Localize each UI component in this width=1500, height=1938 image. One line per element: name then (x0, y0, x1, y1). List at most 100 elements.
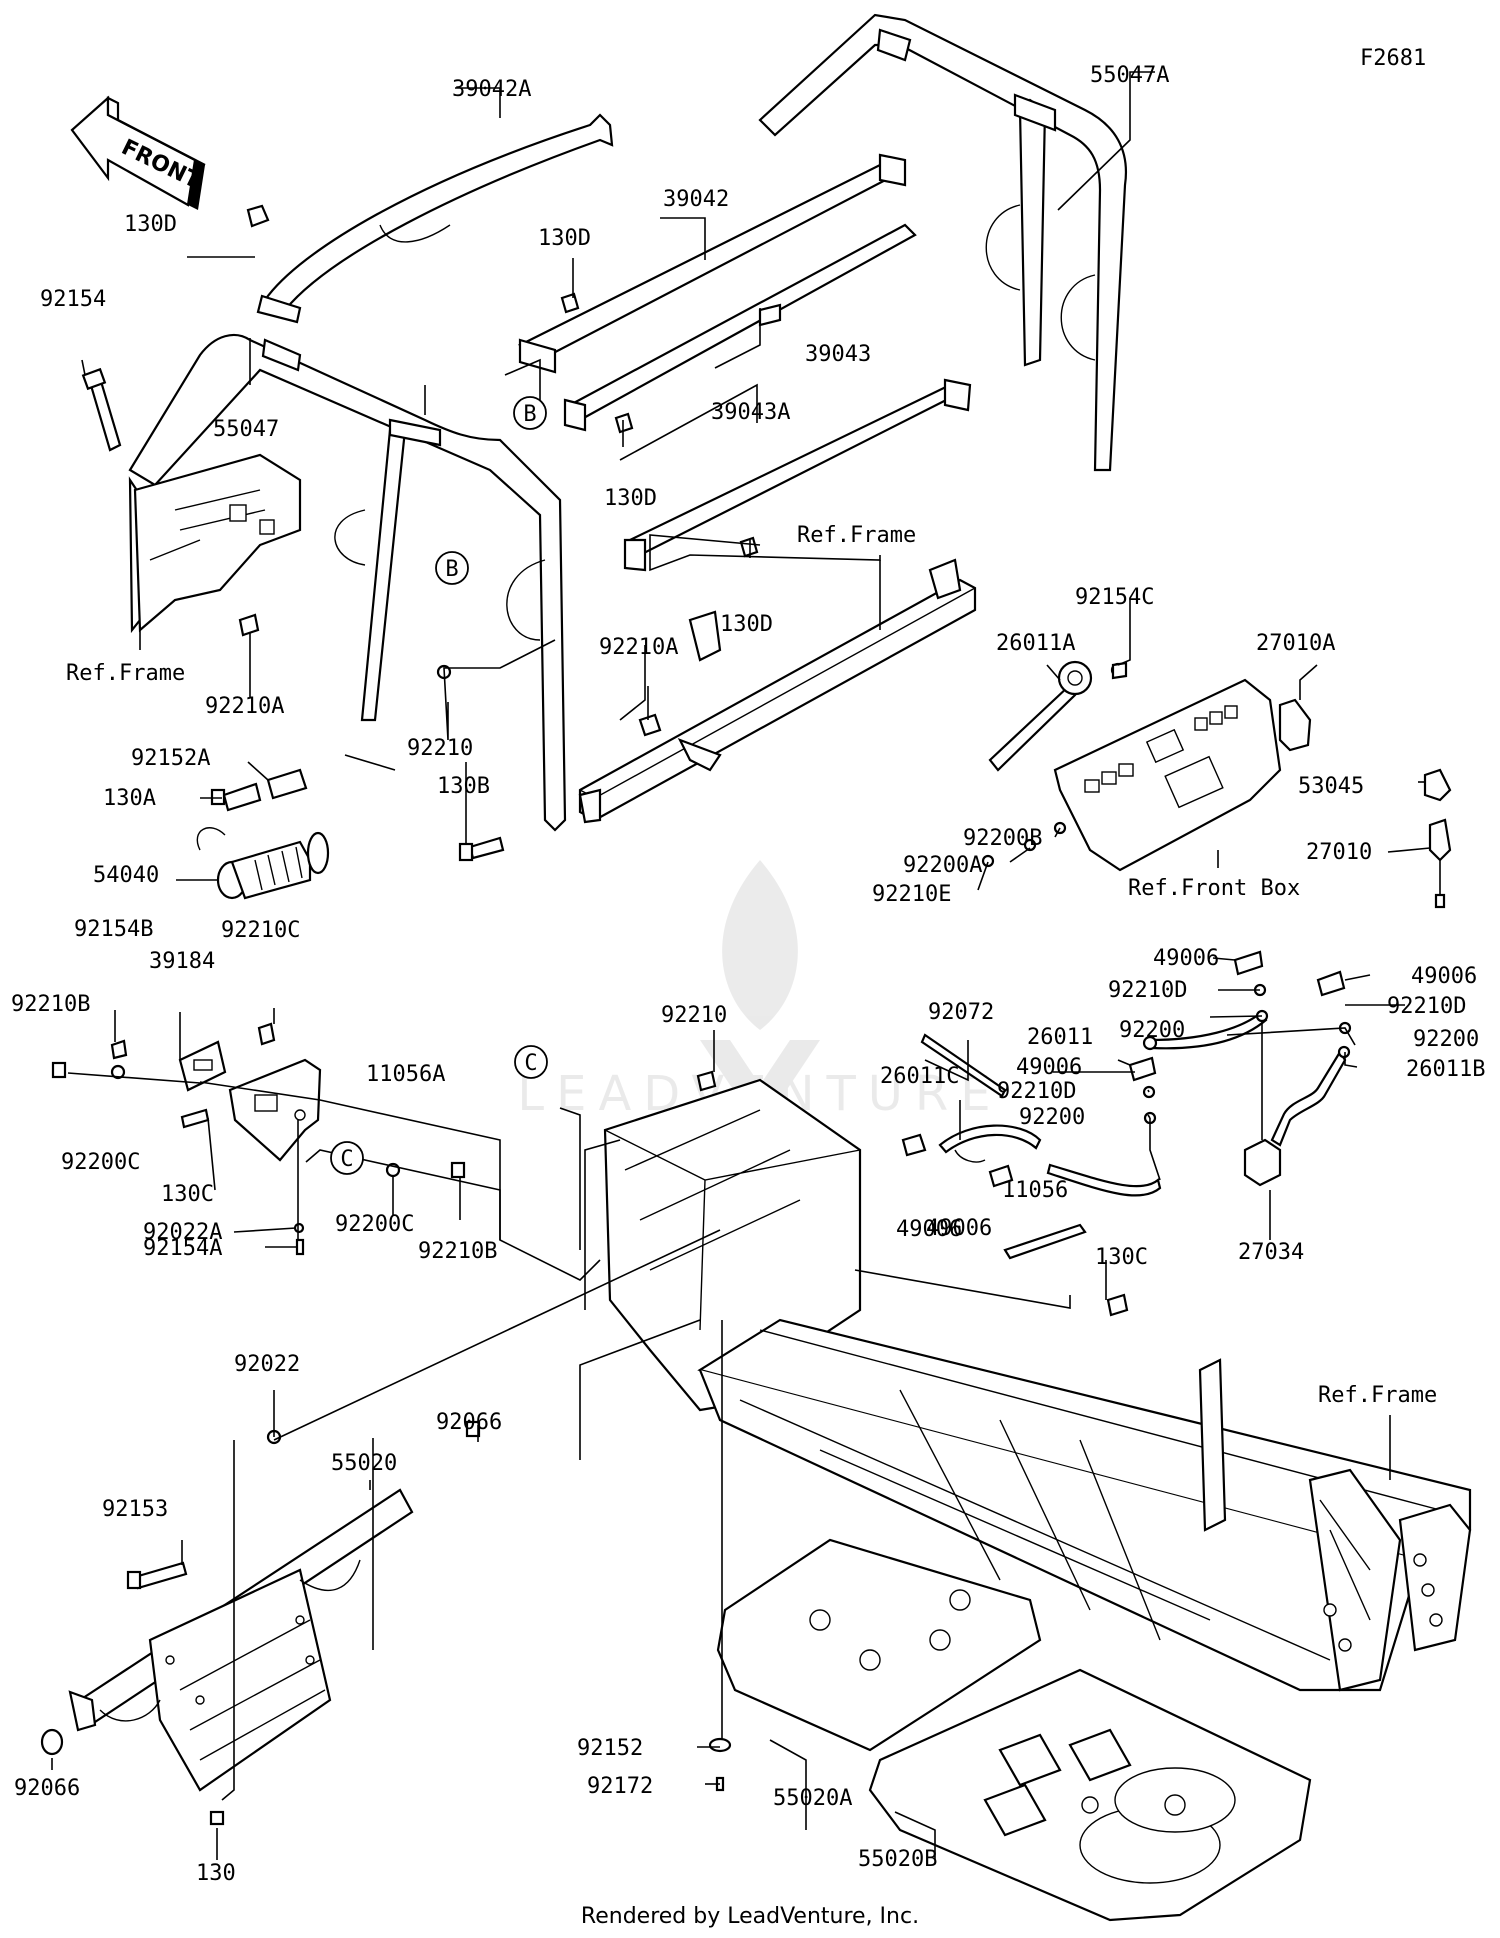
part-27034-relay (1243, 1138, 1282, 1187)
part-label: 92022A (143, 1220, 222, 1245)
part-39184-mount (178, 1040, 227, 1092)
part-label: 92200 (1413, 1027, 1479, 1052)
part-label: 130D (124, 212, 177, 237)
front-frame-bracket (133, 453, 302, 633)
part-label: 92210B (418, 1239, 497, 1264)
callout-c-2: C (330, 1141, 364, 1175)
part-label: 55020A (773, 1786, 852, 1811)
part-label: Ref.Front Box (1128, 876, 1300, 901)
part-11056-plate (1003, 1223, 1087, 1260)
part-label: 92072 (928, 1000, 994, 1025)
part-92072-tie (920, 1033, 1007, 1098)
callout-letter: B (445, 557, 458, 582)
part-label: 92210D (1108, 978, 1187, 1003)
part-label: 49006 (1411, 964, 1477, 989)
frame-cross-member (578, 558, 977, 824)
part-label: 92200B (963, 826, 1042, 851)
front-bumper-55020 (68, 1488, 414, 1792)
part-label: 53045 (1298, 774, 1364, 799)
part-label: 54040 (93, 863, 159, 888)
part-label: 92154B (74, 917, 153, 942)
part-11056a-bracket (228, 1058, 322, 1162)
footer-credit: Rendered by LeadVenture, Inc. (580, 1904, 920, 1929)
part-label: 130B (437, 774, 490, 799)
part-label: 92066 (14, 1776, 80, 1801)
diagram-code: F2681 (1360, 46, 1427, 71)
part-label: 26011 (1027, 1025, 1093, 1050)
part-label: 27010 (1306, 840, 1372, 865)
part-label: Ref.Frame (66, 661, 185, 686)
part-labels: 39042A 55047A 39042 130D 130D 92154 3904… (11, 63, 1485, 1886)
part-label: 92200C (61, 1150, 140, 1175)
fasteners (40, 204, 1352, 1826)
part-label: 92154C (1075, 585, 1154, 610)
part-label: 130D (604, 486, 657, 511)
part-label: 92210A (599, 635, 678, 660)
part-label: 92210B (11, 992, 90, 1017)
part-label: 92200A (903, 853, 982, 878)
part-label: 92210A (205, 694, 284, 719)
part-label: 39042A (452, 77, 531, 102)
part-label: 92154 (40, 287, 106, 312)
part-label: 130D (720, 612, 773, 637)
part-label: 92153 (102, 1497, 168, 1522)
part-label: 130C (1095, 1245, 1148, 1270)
part-label: 92152 (577, 1736, 643, 1761)
part-27010a-switch (1278, 698, 1312, 752)
part-label: 39184 (149, 949, 215, 974)
part-label: 92210C (221, 918, 300, 943)
part-label: 92022 (234, 1352, 300, 1377)
part-label: 92210E (872, 882, 951, 907)
part-label: 55020B (858, 1847, 937, 1872)
part-label: Ref.Frame (797, 523, 916, 548)
part-label: 27010A (1256, 631, 1335, 656)
callout-letter: C (524, 1051, 537, 1076)
part-label: Ref.Frame (1318, 1383, 1437, 1408)
part-label: 55047A (1090, 63, 1169, 88)
dash-panel (1053, 678, 1282, 872)
part-label: 130C (161, 1182, 214, 1207)
part-39043a-tube (623, 378, 972, 572)
part-label: 92154A (143, 1236, 222, 1261)
part-27010-switch (1428, 818, 1452, 909)
part-label: 92210D (1387, 994, 1466, 1019)
winch-54040 (196, 827, 330, 900)
roll-cage-front (128, 333, 567, 832)
part-label: 27034 (1238, 1240, 1304, 1265)
main-frame-chassis (603, 1078, 1472, 1692)
callout-letter: B (523, 402, 536, 427)
skid-plate-55020b (868, 1668, 1312, 1922)
callout-c-1: C (514, 1045, 548, 1079)
connector-caps-49006 (901, 950, 1346, 1188)
part-label: 92210 (407, 736, 473, 761)
skid-plate-55020a (716, 1538, 1042, 1752)
part-label: 92200 (1119, 1018, 1185, 1043)
part-label: 130D (538, 226, 591, 251)
part-label: 55020 (331, 1451, 397, 1476)
part-label: 26011B (1406, 1057, 1485, 1082)
part-53045-clip (1423, 768, 1452, 802)
part-label: 92172 (587, 1774, 653, 1799)
callout-b-2: B (435, 551, 469, 585)
part-label: 92152A (131, 746, 210, 771)
part-label: 55047 (213, 417, 279, 442)
part-label: 130 (196, 1861, 236, 1886)
part-label: 39042 (663, 187, 729, 212)
part-label: 11056A (366, 1062, 445, 1087)
part-label: 49006 (896, 1217, 962, 1242)
part-label: 92210D (997, 1079, 1076, 1104)
part-label: 49006 (1016, 1055, 1082, 1080)
part-label: 92066 (436, 1410, 502, 1435)
part-label: 26011A (996, 631, 1075, 656)
part-label: 130A (103, 786, 156, 811)
part-26011c-cable (938, 1124, 1162, 1197)
front-direction-arrow: FRONT (70, 95, 206, 210)
part-label: 39043 (805, 342, 871, 367)
leader-lines (51, 71, 1431, 1860)
part-label: 92200C (335, 1212, 414, 1237)
part-label: 26011C (880, 1064, 959, 1089)
roof-bar-39043 (563, 223, 917, 432)
part-label: 92200 (1019, 1105, 1085, 1130)
part-label: 49006 (1153, 946, 1219, 971)
